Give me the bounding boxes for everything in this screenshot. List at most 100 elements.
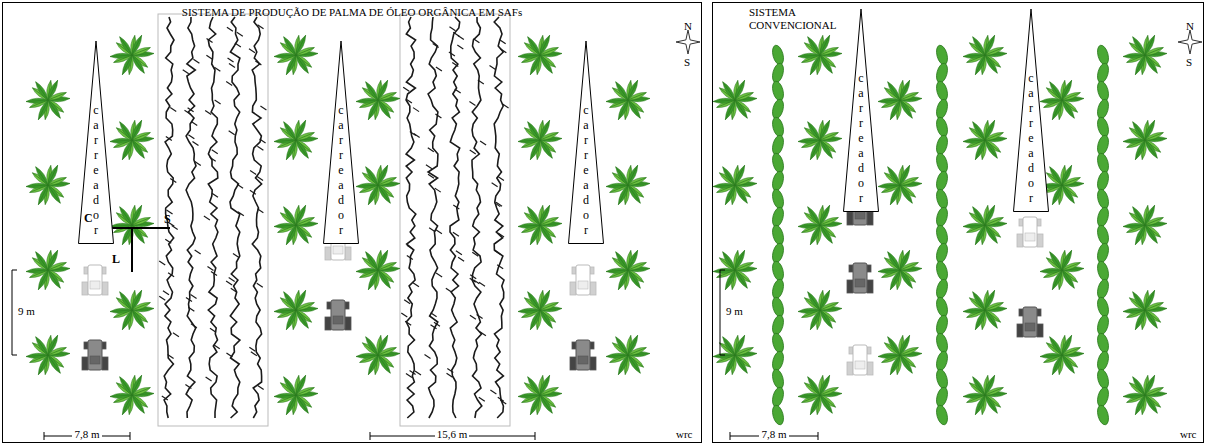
leaf-rib — [36, 252, 48, 270]
crop-mark — [404, 300, 410, 304]
palm-leaf — [131, 385, 151, 397]
cover-leaf — [1096, 314, 1111, 336]
crop-mark — [472, 252, 478, 256]
leaf-rib — [378, 93, 396, 100]
leaf-rib — [616, 337, 628, 355]
crop-mark — [456, 251, 462, 255]
cover-leaf — [935, 278, 950, 300]
crop-mark — [229, 63, 235, 67]
green-cover-row — [935, 44, 950, 426]
leaf-blade — [131, 385, 151, 397]
oil-palm — [963, 374, 1007, 416]
oil-palm — [274, 204, 318, 246]
leaf-rib — [798, 395, 820, 397]
leaf-rib — [110, 225, 132, 227]
leaf-rib — [735, 270, 747, 288]
oil-palm — [518, 374, 562, 416]
cover-leaf — [935, 80, 950, 102]
tractor-wheel — [590, 342, 594, 349]
leaf-rib — [132, 395, 144, 413]
leaf-blade — [131, 45, 151, 57]
cover-leaf — [935, 152, 950, 174]
leaf-rib — [735, 178, 753, 185]
leaf-rib — [356, 100, 378, 102]
palm-leaf — [47, 260, 67, 272]
crop-row — [406, 17, 416, 418]
crop-mark — [436, 67, 442, 71]
cover-leaf — [1096, 296, 1111, 318]
leaf-rib — [26, 355, 48, 357]
palm-leaf — [377, 260, 397, 272]
crop-mark — [406, 374, 412, 378]
leaf-blade — [295, 45, 315, 57]
cover-leaf — [1096, 116, 1111, 138]
leaf-rib — [820, 48, 838, 55]
crop-mark — [251, 352, 257, 356]
leaf-rib — [985, 133, 1003, 140]
leaf-rib — [888, 252, 900, 270]
crop-mark — [185, 385, 191, 389]
leaf-blade — [295, 300, 315, 312]
oil-palm — [606, 334, 650, 376]
cover-leaf — [1096, 134, 1111, 156]
leaf-rib — [120, 377, 132, 395]
leaf-rib — [723, 167, 735, 185]
leaf-rib — [296, 310, 308, 328]
tractor-seat — [578, 356, 588, 364]
crop-mark — [498, 397, 504, 401]
crop-mark — [255, 61, 261, 65]
palm-leaf — [131, 130, 151, 142]
crop-mark — [229, 131, 235, 135]
crop-mark — [159, 261, 165, 265]
leaf-blade — [295, 385, 315, 397]
crop-mark — [191, 121, 197, 125]
crop-mark — [237, 184, 243, 188]
leaf-blade — [819, 385, 839, 397]
leaf-rib — [528, 377, 540, 395]
crop-strip — [158, 14, 268, 426]
tractor-wheel — [570, 357, 576, 370]
leaf-rib — [36, 337, 48, 355]
leaf-blade — [984, 45, 1004, 57]
palm-leaf — [899, 90, 919, 102]
leaf-rib — [808, 207, 820, 225]
crop-mark — [500, 49, 506, 53]
crop-mark — [210, 328, 216, 332]
crop-mark — [447, 368, 453, 372]
leaf-rib — [1062, 100, 1074, 118]
crop-mark — [455, 89, 461, 93]
leaf-rib — [628, 270, 640, 288]
leaf-blade — [734, 345, 754, 357]
crop-mark — [237, 32, 243, 36]
leaf-rib — [973, 292, 985, 310]
tractor-wheel — [345, 317, 351, 330]
leaf-rib — [820, 218, 838, 225]
crop-strip — [400, 14, 510, 426]
leaf-blade — [819, 300, 839, 312]
crop-mark — [260, 139, 266, 143]
leaf-rib — [963, 310, 985, 312]
leaf-blade — [819, 215, 839, 227]
leaf-rib — [284, 37, 296, 55]
crop-row — [208, 17, 218, 418]
leaf-rib — [878, 355, 900, 357]
tractor-wheel — [84, 267, 88, 274]
cover-leaf — [1096, 386, 1111, 408]
crop-mark — [480, 332, 486, 336]
leaf-rib — [900, 355, 912, 373]
crop-mark — [205, 110, 211, 114]
tractor — [570, 265, 596, 295]
leaf-rib — [820, 395, 832, 413]
oil-palm — [518, 204, 562, 246]
crop-mark — [227, 27, 233, 31]
tractor-wheel — [102, 357, 108, 370]
crop-mark — [490, 390, 496, 394]
cover-leaf — [1096, 332, 1111, 354]
palm-leaf — [377, 90, 397, 102]
crop-mark — [184, 110, 190, 114]
leaf-rib — [985, 395, 997, 413]
leaf-rib — [284, 292, 296, 310]
palm-leaf — [984, 300, 1004, 312]
cover-leaf — [771, 224, 786, 246]
tractor-wheel — [590, 267, 594, 274]
